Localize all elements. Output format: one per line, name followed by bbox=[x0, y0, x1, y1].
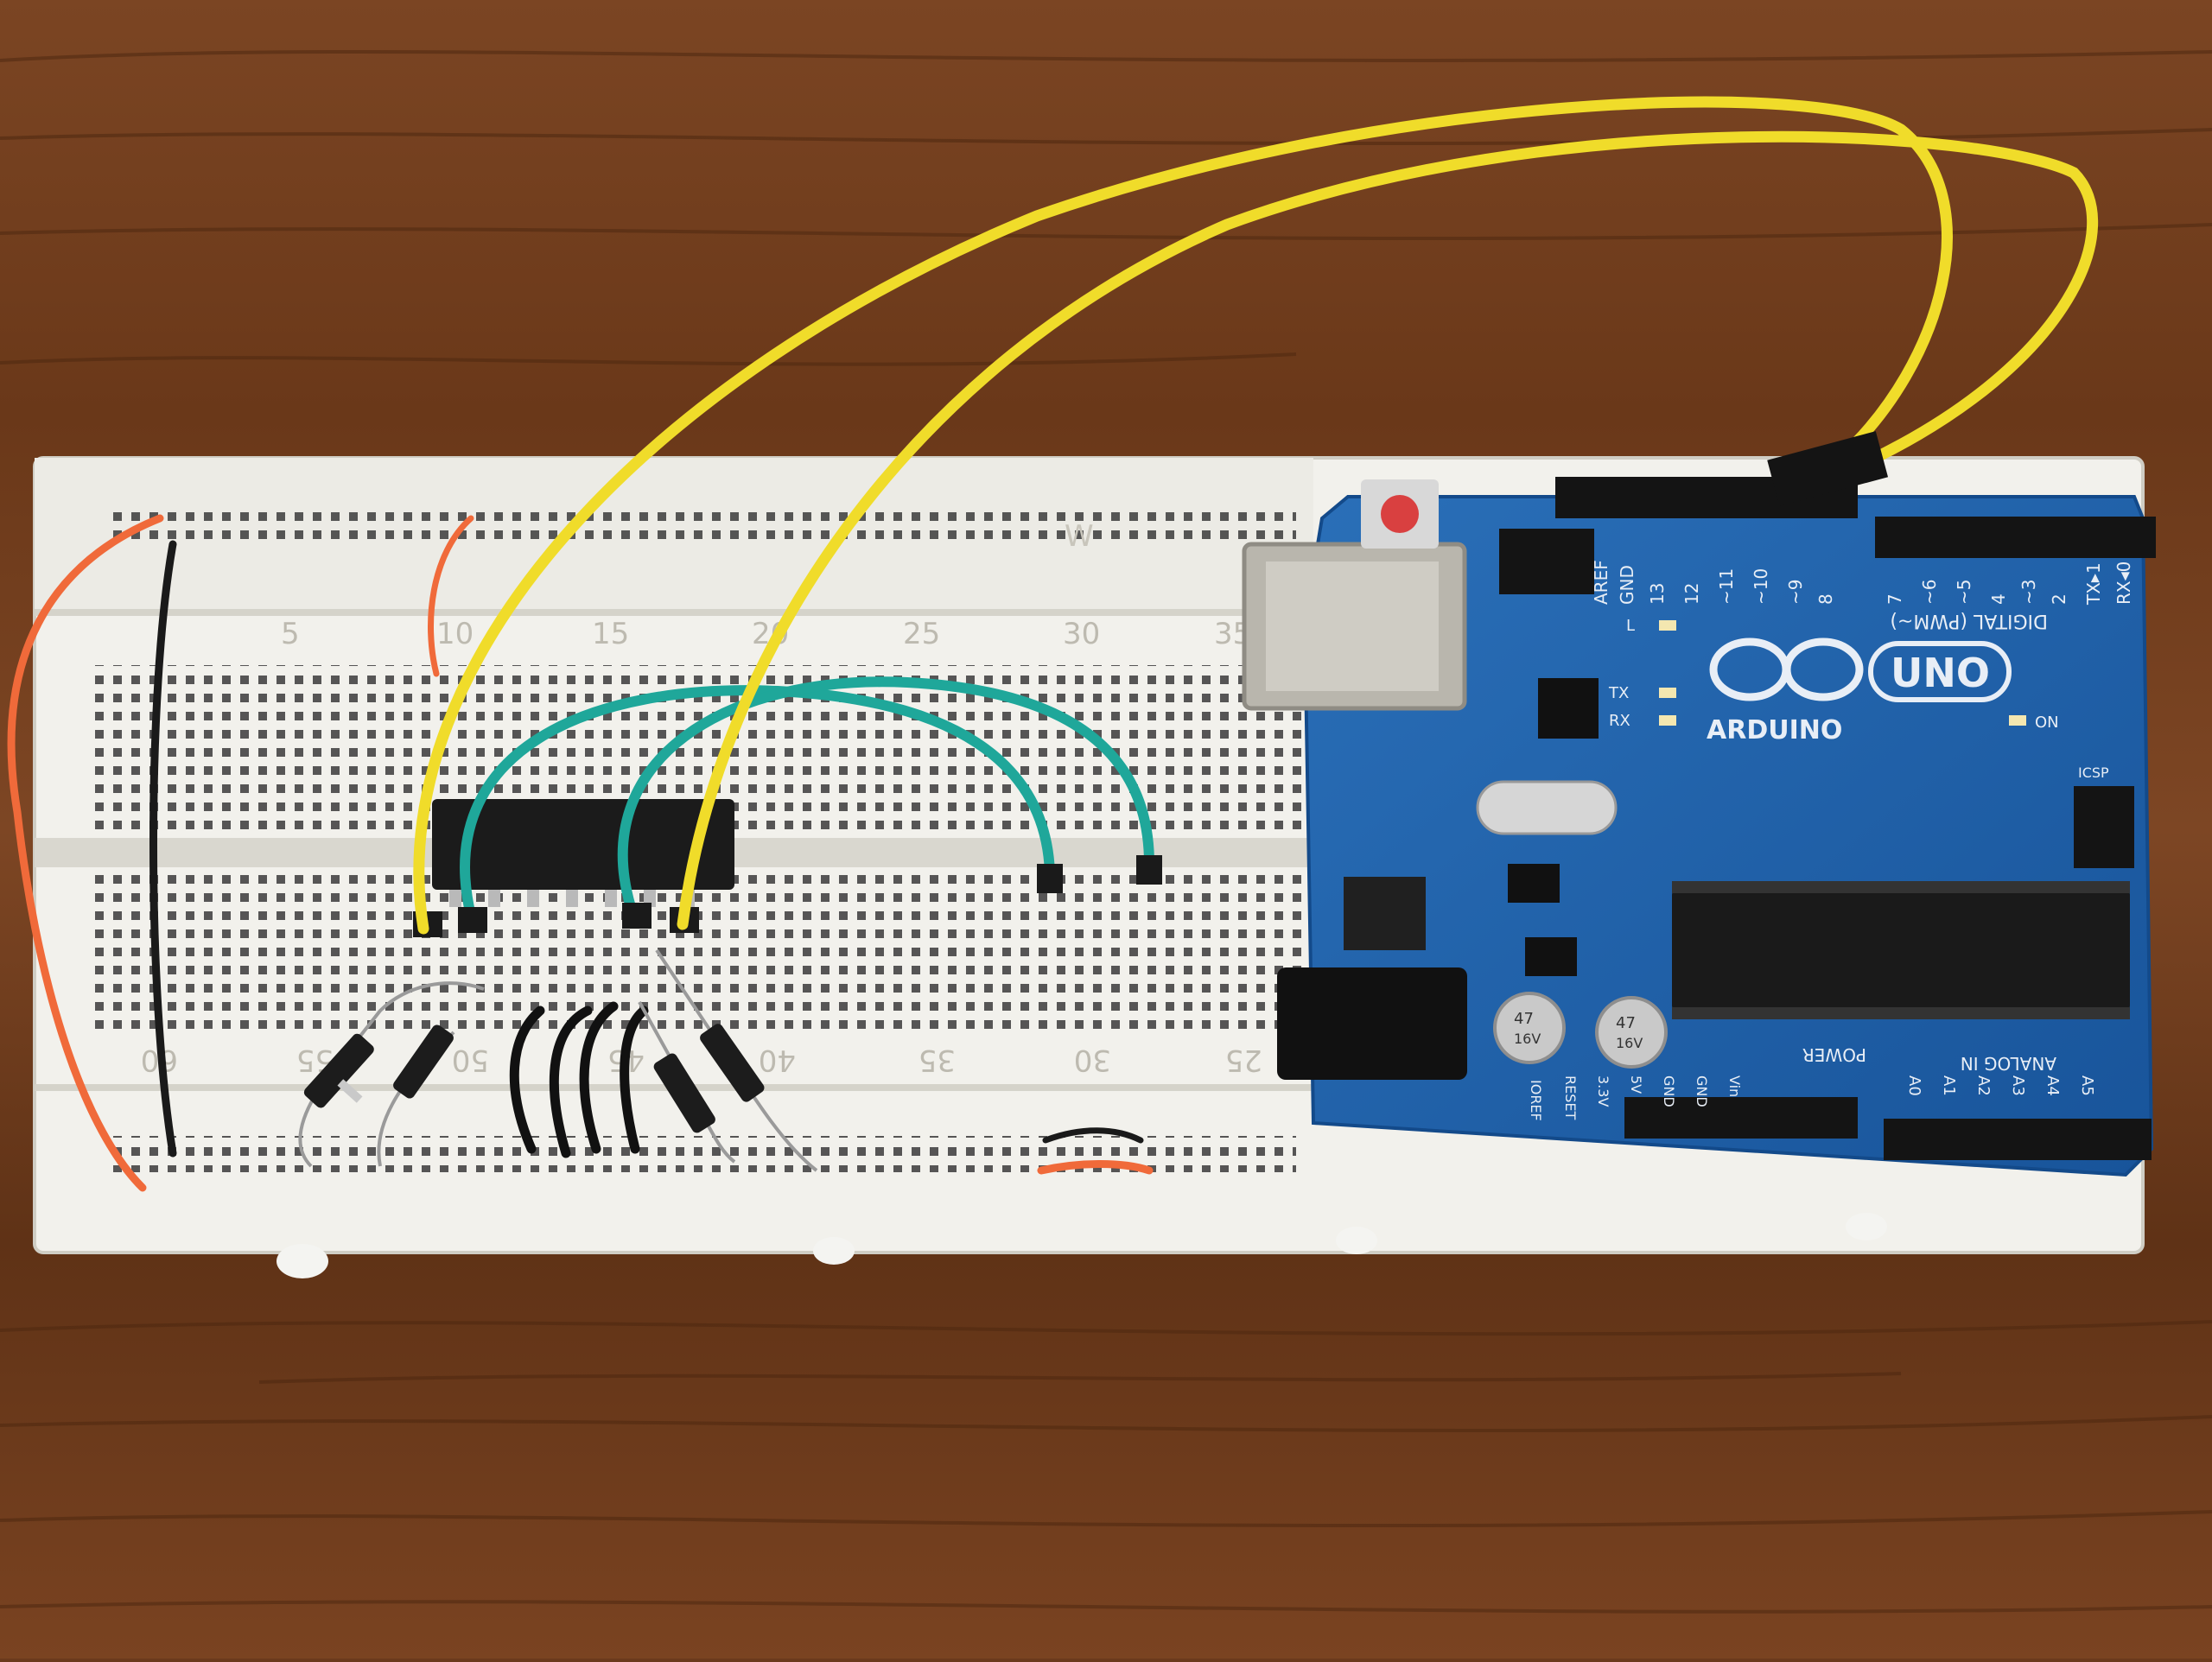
cap-voltage: 16V bbox=[1514, 1031, 1541, 1047]
voltage-regulator bbox=[1344, 877, 1426, 950]
pin-label: Vin bbox=[1726, 1075, 1743, 1097]
header-bottom-power bbox=[1624, 1097, 1858, 1139]
arduino-board: 47 16V 47 16V ICSP ARDUINO UNO DIGITAL (… bbox=[1242, 477, 2156, 1177]
pin-label: A2 bbox=[1974, 1075, 1993, 1096]
black-jumpers bbox=[509, 1001, 649, 1158]
row-number: 35 bbox=[918, 1043, 956, 1077]
orange-wire bbox=[7, 514, 164, 1192]
model-label: UNO bbox=[1891, 650, 1990, 696]
pin-label: ~9 bbox=[1785, 580, 1806, 605]
led-label: RX bbox=[1609, 712, 1630, 730]
atmega-chip bbox=[1672, 890, 2130, 1011]
pin-label: 4 bbox=[1988, 593, 2009, 605]
digital-label: DIGITAL (PWM~) bbox=[1890, 610, 2048, 631]
row-number: 30 bbox=[1063, 617, 1100, 651]
diodes bbox=[298, 948, 818, 1172]
cap-value: 47 bbox=[1616, 1014, 1636, 1032]
header-small bbox=[1499, 529, 1594, 594]
row-number: 30 bbox=[1074, 1043, 1111, 1077]
row-number: 5 bbox=[281, 617, 300, 651]
pin-label: 12 bbox=[1681, 583, 1702, 605]
uno-badge bbox=[1868, 641, 2012, 702]
pin-label: A0 bbox=[1905, 1075, 1923, 1096]
power-jack bbox=[1277, 967, 1467, 1080]
rail-marker: W bbox=[1065, 519, 1094, 554]
pin-label: 5V bbox=[1628, 1075, 1644, 1094]
brand-label: ARDUINO bbox=[1707, 715, 1842, 745]
orange-wire bbox=[1037, 1160, 1154, 1175]
black-wire bbox=[149, 540, 177, 1158]
yellow-wires bbox=[413, 96, 2099, 935]
power-label: POWER bbox=[1802, 1044, 1866, 1065]
pin-label: RX◂0 bbox=[2113, 561, 2134, 605]
pin-label: GND bbox=[1617, 565, 1637, 605]
black-wire bbox=[1042, 1127, 1144, 1144]
capacitor: 47 16V bbox=[1493, 992, 1566, 1064]
pin-label: A5 bbox=[2078, 1075, 2096, 1096]
row-number: 25 bbox=[1225, 1043, 1262, 1077]
row-number: 25 bbox=[903, 617, 940, 651]
pin-label: ~6 bbox=[1919, 580, 1940, 605]
pin-label: 2 bbox=[2049, 593, 2069, 605]
pin-label: 3.3V bbox=[1595, 1075, 1611, 1107]
pin-label: 8 bbox=[1815, 593, 1836, 605]
pin-label: TX▸1 bbox=[2083, 562, 2104, 606]
icsp-header bbox=[2074, 786, 2134, 868]
crystal bbox=[1476, 780, 1618, 835]
pin-label: A4 bbox=[2044, 1075, 2062, 1096]
pin-label: 7 bbox=[1885, 593, 1905, 605]
pin-label: ~5 bbox=[1954, 580, 1974, 605]
arduino-logo bbox=[1709, 638, 1864, 701]
row-number: 40 bbox=[759, 1043, 796, 1077]
row-number: 15 bbox=[592, 617, 629, 651]
row-number: 10 bbox=[436, 617, 474, 651]
pin-label: 13 bbox=[1647, 583, 1668, 605]
analog-pin-labels: A0 A1 A2 A3 A4 A5 bbox=[1905, 1075, 2096, 1096]
row-number: 50 bbox=[452, 1043, 489, 1077]
teal-wires bbox=[460, 676, 1154, 921]
led-label: TX bbox=[1608, 684, 1629, 702]
usb-chip bbox=[1538, 678, 1599, 739]
pin-label: A3 bbox=[2009, 1075, 2027, 1096]
header-bottom-analog bbox=[1884, 1119, 2152, 1160]
pin-label: ~3 bbox=[2018, 580, 2039, 605]
pin-label: ~10 bbox=[1751, 568, 1771, 605]
pin-label: RESET bbox=[1562, 1075, 1579, 1120]
pin-label: GND bbox=[1694, 1075, 1710, 1107]
top-pin-labels: AREF GND 13 12 ~11 ~10 ~9 8 7 ~6 ~5 4 ~3… bbox=[1591, 560, 2134, 606]
yellow-wire-connector bbox=[1767, 431, 1889, 506]
header-top-right bbox=[1875, 517, 2156, 558]
pin-label: IOREF bbox=[1528, 1080, 1544, 1121]
analog-label: ANALOG IN bbox=[1961, 1053, 2056, 1074]
pin-label: GND bbox=[1661, 1075, 1677, 1107]
led-label: ON bbox=[2035, 714, 2059, 732]
cap-value: 47 bbox=[1514, 1010, 1534, 1028]
pin-label: AREF bbox=[1591, 560, 1611, 605]
cap-voltage: 16V bbox=[1616, 1035, 1643, 1051]
orange-wire bbox=[428, 515, 474, 677]
status-leds: L TX RX ON bbox=[1608, 617, 2059, 732]
pin-label: A1 bbox=[1940, 1075, 1958, 1096]
ic-chip bbox=[432, 799, 734, 907]
power-pin-labels: IOREF RESET 3.3V 5V GND GND Vin bbox=[1528, 1075, 1743, 1121]
pin-label: ~11 bbox=[1716, 568, 1737, 605]
icsp-label: ICSP bbox=[2078, 764, 2109, 781]
led-label: L bbox=[1626, 617, 1635, 635]
capacitor: 47 16V bbox=[1595, 996, 1668, 1069]
